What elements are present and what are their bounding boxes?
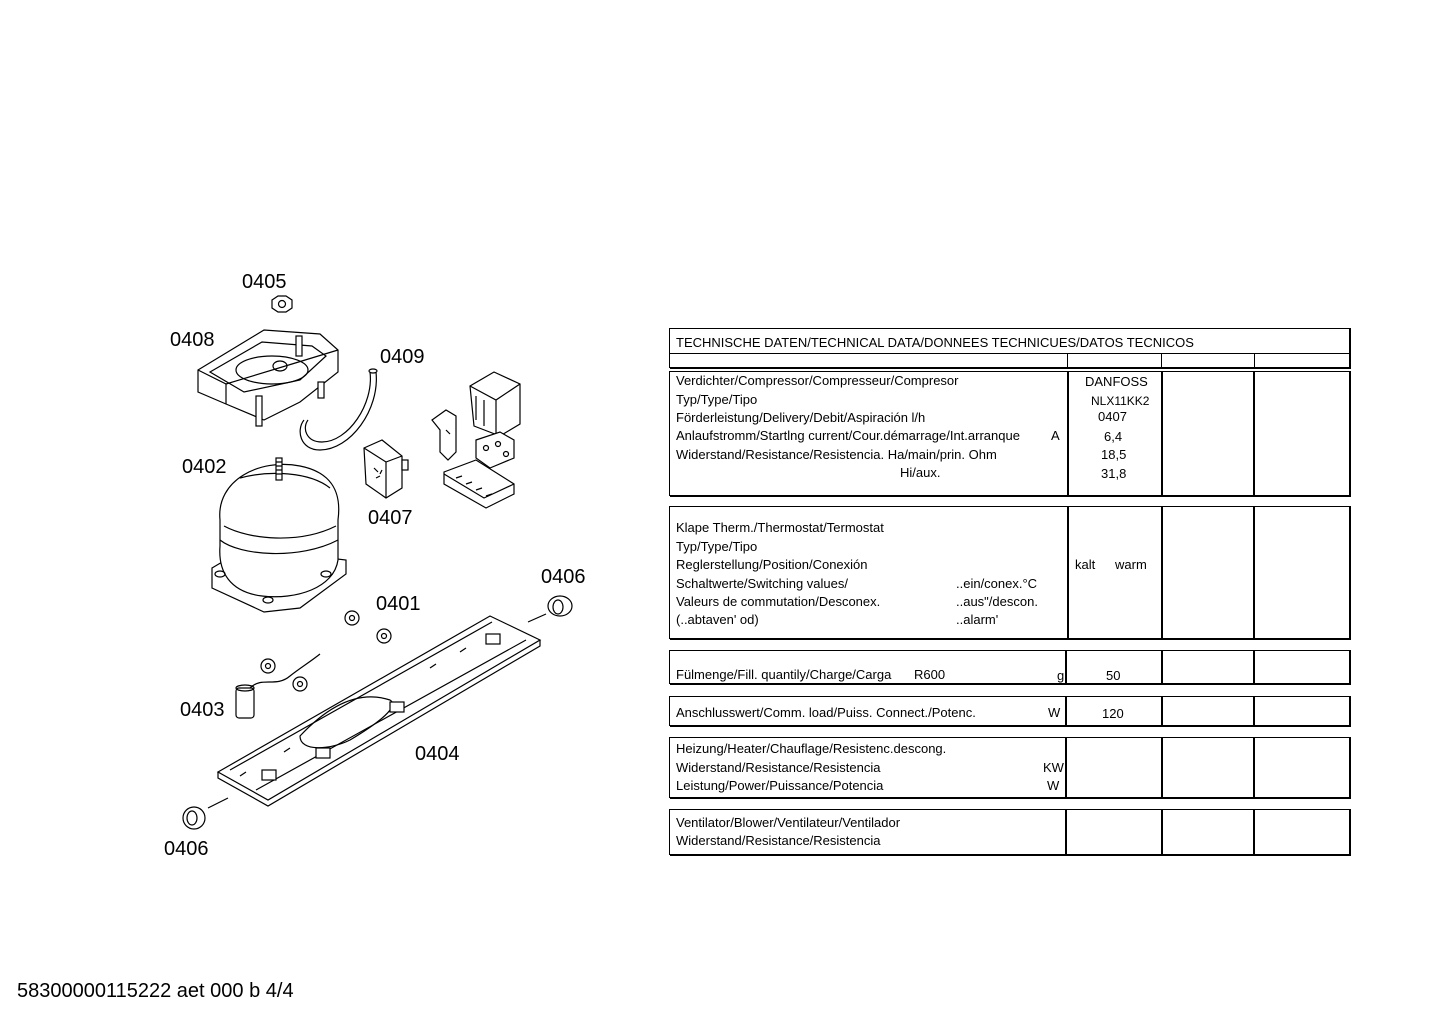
heater-power-label: Leistung/Power/Puissance/Potencia xyxy=(676,778,884,793)
part-clip xyxy=(431,409,457,461)
compressor-label: Verdichter/Compressor/Compresseur/Compre… xyxy=(676,373,959,388)
warm-label: warm xyxy=(1115,557,1147,572)
load-value: 120 xyxy=(1102,706,1124,721)
starting-current-value: 6,4 xyxy=(1104,429,1123,444)
thermostat-type-label: Typ/Type/Tipo xyxy=(676,539,758,554)
heater-unit-kw: KW xyxy=(1043,760,1064,775)
callout-0406-left: 0406 xyxy=(164,838,209,860)
resistance-aux-label: Hi/aux. xyxy=(900,465,941,480)
abtaven-label: (..abtaven' od) xyxy=(676,612,759,627)
ventilator-label: Ventilator/Blower/Ventilateur/Ventilador xyxy=(676,815,901,830)
exploded-parts-diagram xyxy=(182,295,573,830)
resistance-aux-value: 31,8 xyxy=(1101,466,1127,481)
table-header: TECHNISCHE DATEN/TECHNICAL DATA/DONNEES … xyxy=(676,335,1194,350)
position-label: Reglerstellung/Position/Conexión xyxy=(676,557,868,572)
part-0402-compressor xyxy=(211,457,347,613)
fill-value: 50 xyxy=(1106,668,1121,683)
part-relay-cover xyxy=(469,371,521,437)
part-0406-foot-left xyxy=(182,797,229,830)
part-0405-nut xyxy=(271,295,293,313)
starting-current-label: Anlaufstromm/Startlng current/Cour.démar… xyxy=(676,428,1020,443)
callout-0404: 0404 xyxy=(415,743,460,765)
part-0404-base-plate xyxy=(216,615,542,807)
heater-unit-w: W xyxy=(1047,778,1060,793)
delivery-value: 0407 xyxy=(1098,409,1127,424)
type-value: NLX11KK2 xyxy=(1091,394,1150,408)
part-terminal-block xyxy=(443,459,515,509)
part-0409-tube xyxy=(299,368,378,451)
part-0407-relay xyxy=(363,439,409,499)
delivery-label: Förderleistung/Delivery/Debit/Aspiración… xyxy=(676,410,926,425)
callout-0405: 0405 xyxy=(242,271,287,293)
switching-values-label: Schaltwerte/Switching values/ xyxy=(676,576,848,591)
callout-0408: 0408 xyxy=(170,329,215,351)
commutation-label: Valeurs de commutation/Desconex. xyxy=(676,594,881,609)
ein-label: ..ein/conex.°C xyxy=(956,576,1038,591)
callout-0409: 0409 xyxy=(380,346,425,368)
ventilator-resistance-label: Widerstand/Resistance/Resistencia xyxy=(676,833,881,848)
callout-0401: 0401 xyxy=(376,593,421,615)
callout-0403: 0403 xyxy=(180,699,225,721)
resistance-main-value: 18,5 xyxy=(1101,447,1127,462)
unit-ampere: A xyxy=(1051,428,1060,443)
part-0401-grommets xyxy=(260,610,392,692)
kalt-label: kalt xyxy=(1075,557,1096,572)
thermostat-label: Klape Therm./Thermostat/Termostat xyxy=(676,520,884,535)
heater-label: Heizung/Heater/Chauflage/Resistenc.desco… xyxy=(676,741,947,756)
refrigerant-label: R600 xyxy=(914,667,946,682)
alarm-label: ..alarm' xyxy=(956,612,999,627)
connected-load-label: Anschlusswert/Comm. load/Puiss. Connect.… xyxy=(676,705,976,720)
resistance-main-label: Widerstand/Resistance/Resistencia. Ha/ma… xyxy=(676,447,997,462)
load-unit: W xyxy=(1048,705,1061,720)
document-footer-id: 58300000115222 aet 000 b 4/4 xyxy=(17,980,294,1002)
callout-0402: 0402 xyxy=(182,456,227,478)
type-label: Typ/Type/Tipo xyxy=(676,392,758,407)
part-0403-capacitor xyxy=(235,653,321,719)
callout-0407: 0407 xyxy=(368,507,413,529)
part-0406-foot-right xyxy=(527,595,573,623)
callout-0406-right: 0406 xyxy=(541,566,586,588)
heater-resistance-label: Widerstand/Resistance/Resistencia xyxy=(676,760,881,775)
fill-unit: g xyxy=(1057,668,1065,683)
fill-quantity-label: Fülmenge/Fill. quantily/Charge/Carga xyxy=(676,667,892,682)
compressor-value: DANFOSS xyxy=(1085,374,1148,389)
part-0408-tray xyxy=(197,329,339,427)
part-connector xyxy=(475,431,515,469)
aus-label: ..aus"/descon. xyxy=(956,594,1038,609)
